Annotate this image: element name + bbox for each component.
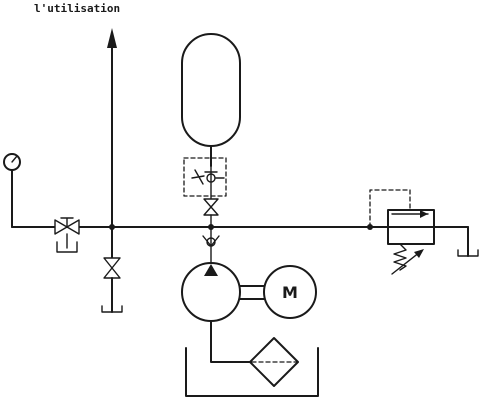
pump-icon [181,262,251,363]
filter-icon [249,337,299,387]
motor-label: M [282,283,298,302]
accumulator-valve-icon [203,198,219,228]
relief-valve-icon [369,189,435,275]
electric-motor-icon: M [263,265,317,319]
relief-tank-return [433,226,479,257]
drain-valve-icon [101,226,123,313]
accumulator-icon [181,33,241,167]
utilisation-label: l'utilisation [34,2,120,15]
shutoff-valve-icon [54,217,80,253]
utilisation-arrow [107,28,117,228]
junction-dot [109,224,115,230]
reservoir-tank [185,347,319,397]
coupling-shaft [239,285,265,300]
check-valve-icon [202,226,220,263]
pressure-gauge-icon [3,153,21,228]
safety-block-icon [183,157,227,199]
